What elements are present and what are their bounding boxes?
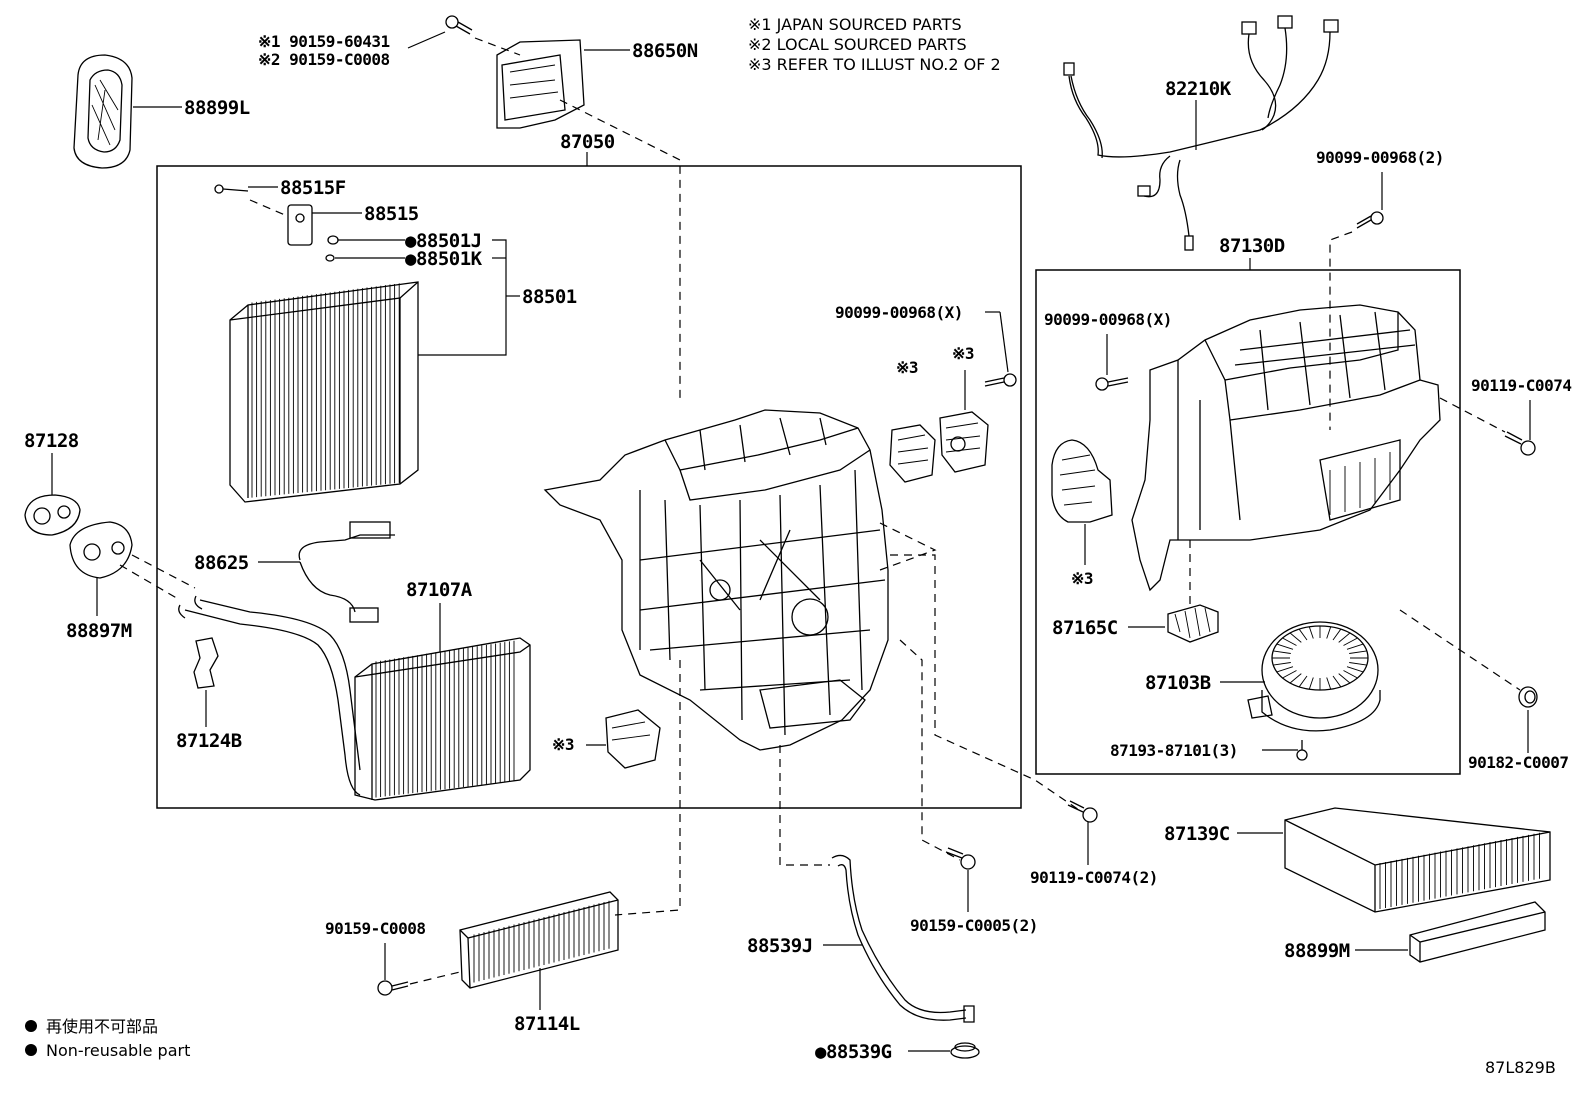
label-87165C[interactable]: 87165C [1052, 617, 1118, 639]
label-90099-00968X-a[interactable]: 90099-00968(X) [835, 303, 963, 322]
o-ring-icon [327, 235, 339, 245]
non-reusable-bullet-icon [25, 1020, 37, 1032]
label-87130D[interactable]: 87130D [1219, 235, 1285, 257]
part-hvac-case[interactable] [543, 409, 889, 751]
label-90159-C0008[interactable]: 90159-C0008 [325, 919, 426, 938]
part-87165C[interactable] [1167, 604, 1219, 643]
label-87124B[interactable]: 87124B [176, 730, 242, 752]
label-90159-C0005[interactable]: 90159-C0005(2) [910, 916, 1038, 935]
source-notes: ※1 JAPAN SOURCED PARTS ※2 LOCAL SOURCED … [748, 15, 1001, 74]
part-heater-core-87107A[interactable] [178, 595, 531, 801]
part-87114L[interactable] [459, 891, 619, 989]
label-87103B[interactable]: 87103B [1145, 672, 1211, 694]
label-88897M[interactable]: 88897M [66, 620, 132, 642]
part-88515F[interactable] [214, 184, 249, 194]
part-actuator-c[interactable] [605, 709, 661, 769]
part-90182-C0007[interactable] [1518, 686, 1538, 708]
part-82210K[interactable] [1063, 15, 1339, 251]
label-88501K[interactable]: ●88501K [405, 248, 483, 270]
label-88539J[interactable]: 88539J [747, 935, 813, 957]
o-ring-small-icon [325, 254, 335, 262]
screw-icon [1504, 431, 1536, 456]
label-ref3-a: ※3 [896, 358, 918, 377]
part-88899L[interactable] [73, 54, 133, 169]
screw-icon [945, 847, 976, 870]
label-87050[interactable]: 87050 [560, 131, 615, 153]
note-local-sourced: ※2 LOCAL SOURCED PARTS [748, 35, 967, 54]
legend-jp: 再使用不可部品 [46, 1017, 158, 1036]
label-87139C[interactable]: 87139C [1164, 823, 1230, 845]
part-evaporator-88501[interactable] [229, 281, 419, 503]
label-90159-60431[interactable]: ※1 90159-60431 [258, 32, 390, 51]
part-88650N[interactable] [496, 39, 585, 129]
label-88515F[interactable]: 88515F [280, 177, 346, 199]
label-88899L[interactable]: 88899L [184, 97, 250, 119]
label-88501J[interactable]: ●88501J [405, 230, 482, 252]
label-87128[interactable]: 87128 [24, 430, 79, 452]
screw-icon [377, 980, 409, 996]
assembly-box-87130D [1035, 269, 1461, 775]
note-japan-sourced: ※1 JAPAN SOURCED PARTS [748, 15, 962, 34]
part-87128[interactable] [24, 494, 81, 536]
screw-icon [984, 373, 1017, 387]
label-90159-C0008-top[interactable]: ※2 90159-C0008 [258, 50, 390, 69]
screw-icon [1356, 211, 1384, 229]
part-88539G[interactable] [950, 1042, 980, 1059]
part-actuator-a[interactable] [889, 424, 936, 483]
part-88515[interactable] [287, 204, 313, 246]
label-90182-C0007[interactable]: 90182-C0007 [1468, 753, 1569, 772]
part-actuator-d[interactable] [1051, 439, 1113, 523]
label-ref3-d: ※3 [1071, 569, 1093, 588]
diagram-id: 87L829B [1485, 1058, 1556, 1077]
label-90119-C0074-2[interactable]: 90119-C0074(2) [1030, 868, 1158, 887]
legend: 再使用不可部品 Non-reusable part [25, 1017, 190, 1060]
label-90099-00968X-b[interactable]: 90099-00968(X) [1044, 310, 1172, 329]
part-87103B[interactable] [1247, 621, 1381, 732]
label-87193-87101[interactable]: 87193-87101(3) [1110, 741, 1238, 760]
label-87107A[interactable]: 87107A [406, 579, 473, 601]
screw-icon [445, 15, 473, 35]
label-88625[interactable]: 88625 [194, 552, 249, 574]
legend-en: Non-reusable part [46, 1041, 190, 1060]
screw-icon [1067, 800, 1098, 823]
part-87124B[interactable] [193, 637, 219, 689]
part-88539J[interactable] [831, 854, 975, 1023]
label-88650N[interactable]: 88650N [632, 40, 698, 62]
label-ref3-b: ※3 [952, 344, 974, 363]
label-90099-00968-2[interactable]: 90099-00968(2) [1316, 148, 1444, 167]
label-82210K[interactable]: 82210K [1165, 78, 1232, 100]
part-88625[interactable] [298, 521, 395, 623]
screw-icon [1296, 740, 1308, 761]
part-88899M[interactable] [1409, 901, 1546, 963]
part-87139C[interactable] [1284, 807, 1551, 913]
label-88899M[interactable]: 88899M [1284, 940, 1350, 962]
label-ref3-c: ※3 [552, 735, 574, 754]
part-88897M[interactable] [69, 521, 133, 579]
label-90119-C0074[interactable]: 90119-C0074 [1471, 376, 1572, 395]
screw-icon [1095, 377, 1129, 391]
label-88501[interactable]: 88501 [522, 286, 577, 308]
label-88515[interactable]: 88515 [364, 203, 419, 225]
note-refer-illust: ※3 REFER TO ILLUST NO.2 OF 2 [748, 55, 1001, 74]
part-blower-case[interactable] [1131, 304, 1441, 592]
label-88539G[interactable]: ●88539G [815, 1041, 892, 1063]
label-87114L[interactable]: 87114L [514, 1013, 580, 1035]
assembly-box-87050 [156, 165, 1022, 809]
non-reusable-bullet-icon [25, 1044, 37, 1056]
part-actuator-b[interactable] [939, 411, 989, 473]
